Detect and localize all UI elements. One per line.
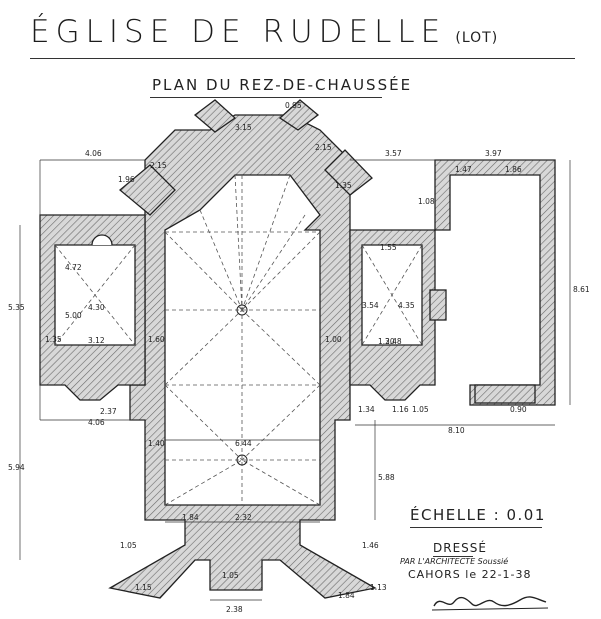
dim-label: 1.35: [45, 335, 62, 344]
dim-label: 3.12: [88, 336, 105, 345]
keystone-1: [236, 304, 248, 316]
dim-label: 4.06: [85, 149, 102, 158]
drawing-title: ÉGLISE DE RUDELLE (LOT): [30, 14, 575, 59]
dim-label: 2.38: [226, 605, 243, 614]
dim-label: 0.95: [285, 101, 302, 110]
place-date: CAHORS le 22-1-38: [408, 568, 532, 581]
dim-label: 0.90: [510, 405, 527, 414]
dim-label: 8.61: [573, 285, 590, 294]
dim-label: 4.30: [88, 303, 105, 312]
dim-label: 4.06: [88, 418, 105, 427]
dim-label: 1.96: [118, 175, 135, 184]
title-suffix: (LOT): [455, 30, 499, 46]
dim-label: 1.34: [358, 405, 375, 414]
dim-label: 3.15: [235, 123, 252, 132]
dim-label: 4.35: [398, 301, 415, 310]
dim-label: 3.57: [385, 149, 402, 158]
dim-label: 8.10: [448, 426, 465, 435]
dim-label: 3.54: [362, 301, 379, 310]
dim-label: 5.94: [8, 463, 25, 472]
dim-label: 1.13: [370, 583, 387, 592]
dim-label: 1.05: [412, 405, 429, 414]
dim-label: 1.16: [392, 405, 409, 414]
drawn-underline: [433, 556, 473, 557]
title-main: ÉGLISE DE RUDELLE: [30, 14, 447, 50]
dimension-lines: [19, 159, 571, 601]
dim-label: 5.00: [65, 311, 82, 320]
dim-label: 1.08: [418, 197, 435, 206]
keystone-2: [236, 454, 248, 466]
dim-label: 4.72: [65, 263, 82, 272]
dim-label: 2.37: [100, 407, 117, 416]
dim-label: 1.55: [380, 243, 397, 252]
dim-label: 2.15: [315, 143, 332, 152]
sacristy: [434, 159, 556, 406]
walls: [108, 99, 377, 599]
dim-label: 3.97: [485, 149, 502, 158]
scale-underline: [410, 527, 542, 528]
dim-label: 1.47: [455, 165, 472, 174]
dimension-labels: 4.06 1.96 2.15 3.15 0.95 2.15 1.35 3.57 …: [8, 101, 590, 614]
subtitle-underline: [150, 97, 382, 98]
plan-subtitle: PLAN DU REZ-DE-CHAUSSÉE: [152, 76, 413, 94]
dim-label: 1.00: [325, 335, 342, 344]
drawn-label: DRESSÉ: [433, 541, 487, 555]
buttress-top-right: [278, 99, 320, 131]
dim-label: 5.88: [378, 473, 395, 482]
signature: [431, 596, 549, 611]
dim-label: 1.05: [222, 571, 239, 580]
dim-label: 3.48: [385, 337, 402, 346]
dim-label: 1.46: [362, 541, 379, 550]
title-underline: [30, 58, 575, 59]
dim-label: 2.32: [235, 513, 252, 522]
buttress-ne: [324, 149, 373, 196]
scale-label: ÉCHELLE : 0.01: [410, 506, 546, 524]
dim-label: 2.15: [150, 161, 167, 170]
dim-label: 6.44: [235, 439, 252, 448]
dim-label: 1.84: [338, 591, 355, 600]
vault-lines: [54, 174, 423, 506]
buttress-top-left: [193, 99, 237, 133]
dim-label: 1.60: [148, 335, 165, 344]
dim-label: 1.05: [120, 541, 137, 550]
architect-credit: PAR L'ARCHITECTE Soussié: [400, 557, 509, 566]
right-chapel: [349, 229, 447, 401]
dim-label: 1.86: [505, 165, 522, 174]
dim-label: 1.35: [335, 181, 352, 190]
dim-label: 5.35: [8, 303, 25, 312]
dim-label: 1.40: [148, 439, 165, 448]
dim-label: 1.84: [182, 513, 199, 522]
dim-label: 1.20: [378, 337, 395, 346]
buttress-nw: [118, 164, 176, 216]
dim-label: 1.15: [135, 583, 152, 592]
